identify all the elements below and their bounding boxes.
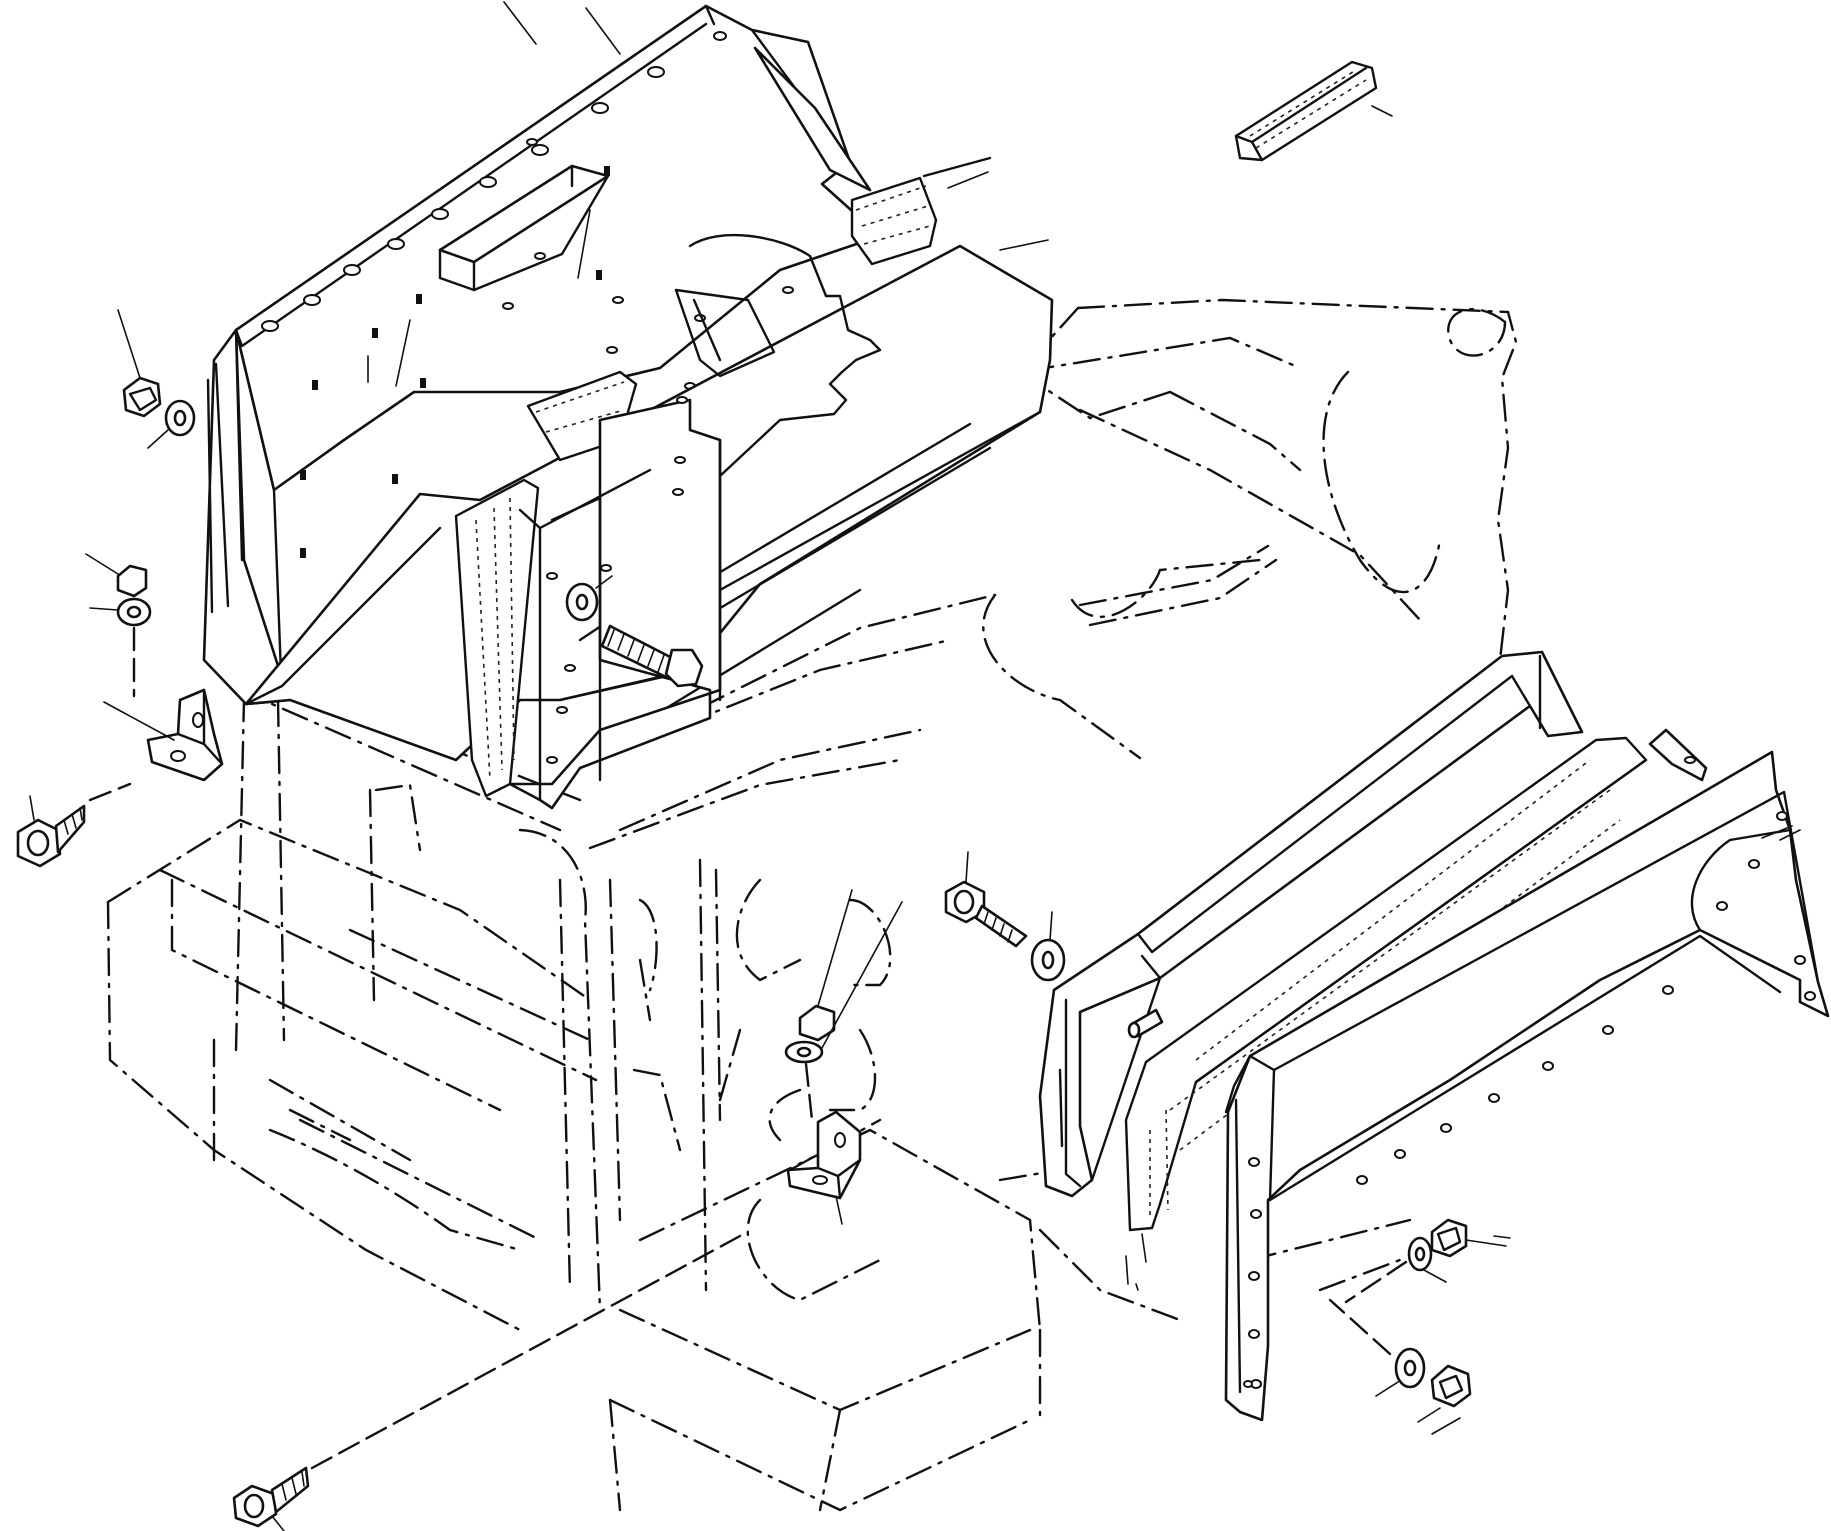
right-fender-hinge-bracket bbox=[1648, 728, 1708, 782]
flat-washer-right-center bbox=[1030, 911, 1066, 982]
hex-nut-right-lower bbox=[1417, 1364, 1472, 1423]
right-fender-outer-frame bbox=[1038, 650, 1584, 1198]
left-hardware bbox=[16, 309, 1066, 1531]
weld-studs bbox=[300, 166, 610, 558]
flat-washer-right-lower bbox=[1375, 1347, 1426, 1397]
right-fender-rubber-seal bbox=[1124, 736, 1648, 1232]
callout-leader-lines bbox=[585, 7, 1793, 1435]
hex-nut-right-upper bbox=[1430, 1218, 1507, 1258]
right-fender-main-body bbox=[1224, 750, 1830, 1422]
rubber-strip-spare bbox=[1234, 60, 1393, 162]
hex-bolt-bottom bbox=[232, 1234, 742, 1531]
flat-washer-lower-center bbox=[784, 901, 903, 1064]
left-fender-assembly bbox=[202, 1, 1054, 810]
left-fender-rear-bracket bbox=[508, 398, 722, 810]
hex-bolt-center bbox=[600, 624, 704, 688]
flat-washer-center bbox=[565, 575, 613, 622]
right-hardware bbox=[1328, 1218, 1507, 1423]
hex-nut-mid-left bbox=[85, 553, 148, 598]
flat-washer-upper-left bbox=[147, 399, 196, 449]
left-fender-top-plate bbox=[234, 4, 882, 492]
hex-bolt-right-center bbox=[944, 851, 1028, 948]
hex-bolt-left bbox=[16, 782, 132, 868]
flat-washer-right-upper bbox=[1407, 1236, 1447, 1283]
right-fender-assembly bbox=[1038, 650, 1830, 1422]
angle-bracket-center bbox=[786, 1110, 862, 1225]
left-fender-rubber-seal bbox=[850, 176, 938, 266]
phantom-machine-body bbox=[106, 298, 1518, 1512]
hex-nut-upper-left bbox=[117, 309, 162, 418]
angle-bracket-left bbox=[103, 688, 224, 782]
right-fender-holes bbox=[1243, 811, 1816, 1389]
flat-washer-mid-left bbox=[89, 597, 152, 627]
hex-nut-center bbox=[798, 889, 853, 1042]
